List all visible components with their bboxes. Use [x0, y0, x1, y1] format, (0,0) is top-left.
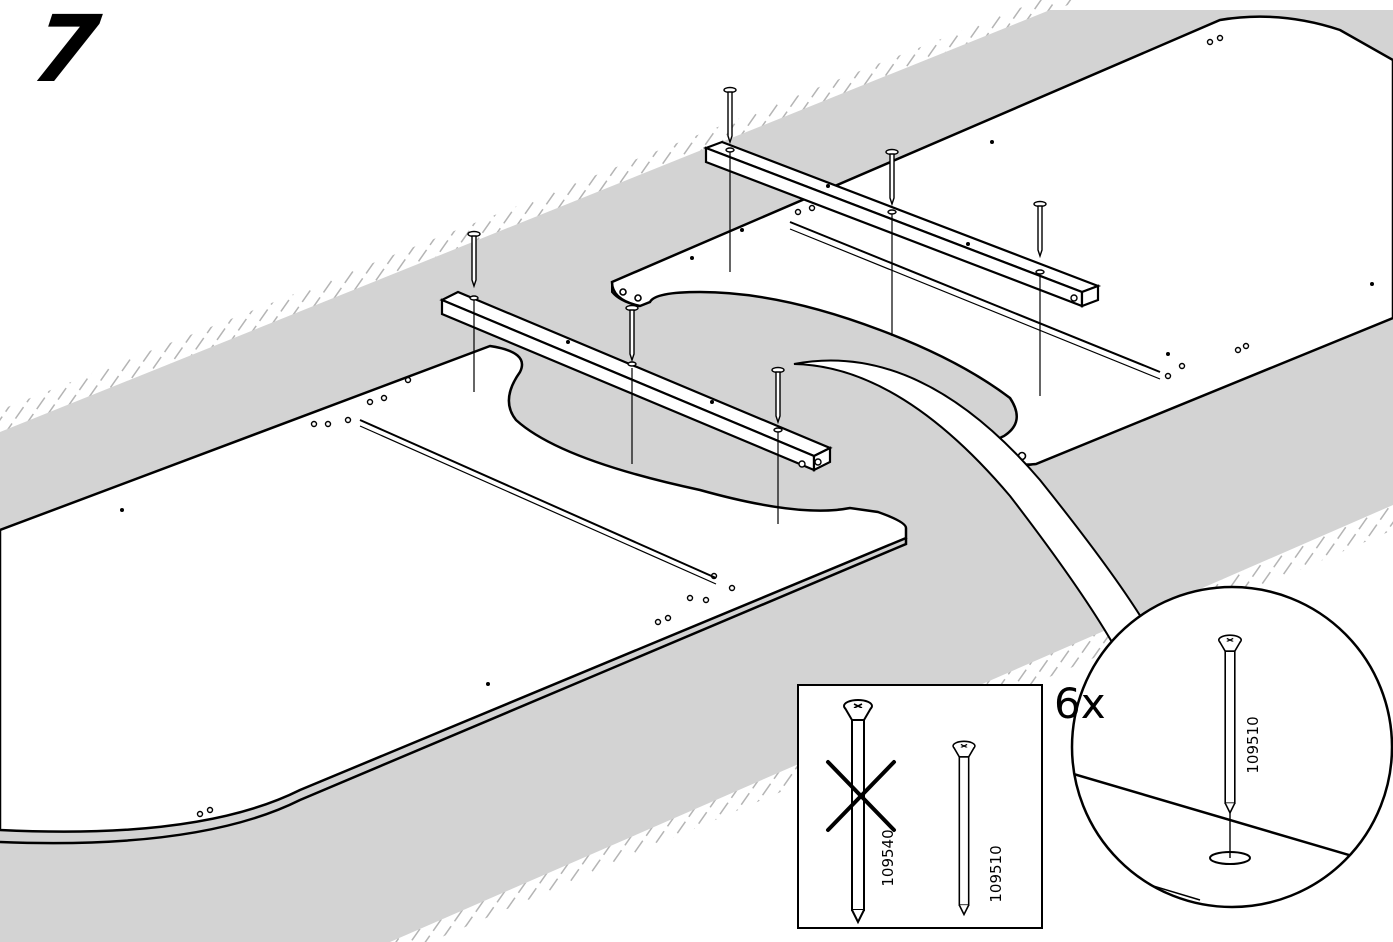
rail-holes [469, 147, 1078, 468]
cross-rail-right [702, 140, 1102, 308]
screw-selection-panel [797, 684, 1043, 929]
detail-part-number: 109510 [1244, 716, 1262, 774]
cross-out-icon [826, 760, 896, 832]
quantity-label: 6x [1054, 679, 1106, 728]
cross-rail-left [439, 290, 833, 472]
bed-board-left [0, 344, 908, 845]
correct-screw-part-number: 109510 [987, 845, 1005, 903]
wrong-screw-part-number: 109540 [879, 829, 897, 887]
screw-guides [473, 150, 1041, 524]
detail-callout-circle [1070, 585, 1393, 909]
